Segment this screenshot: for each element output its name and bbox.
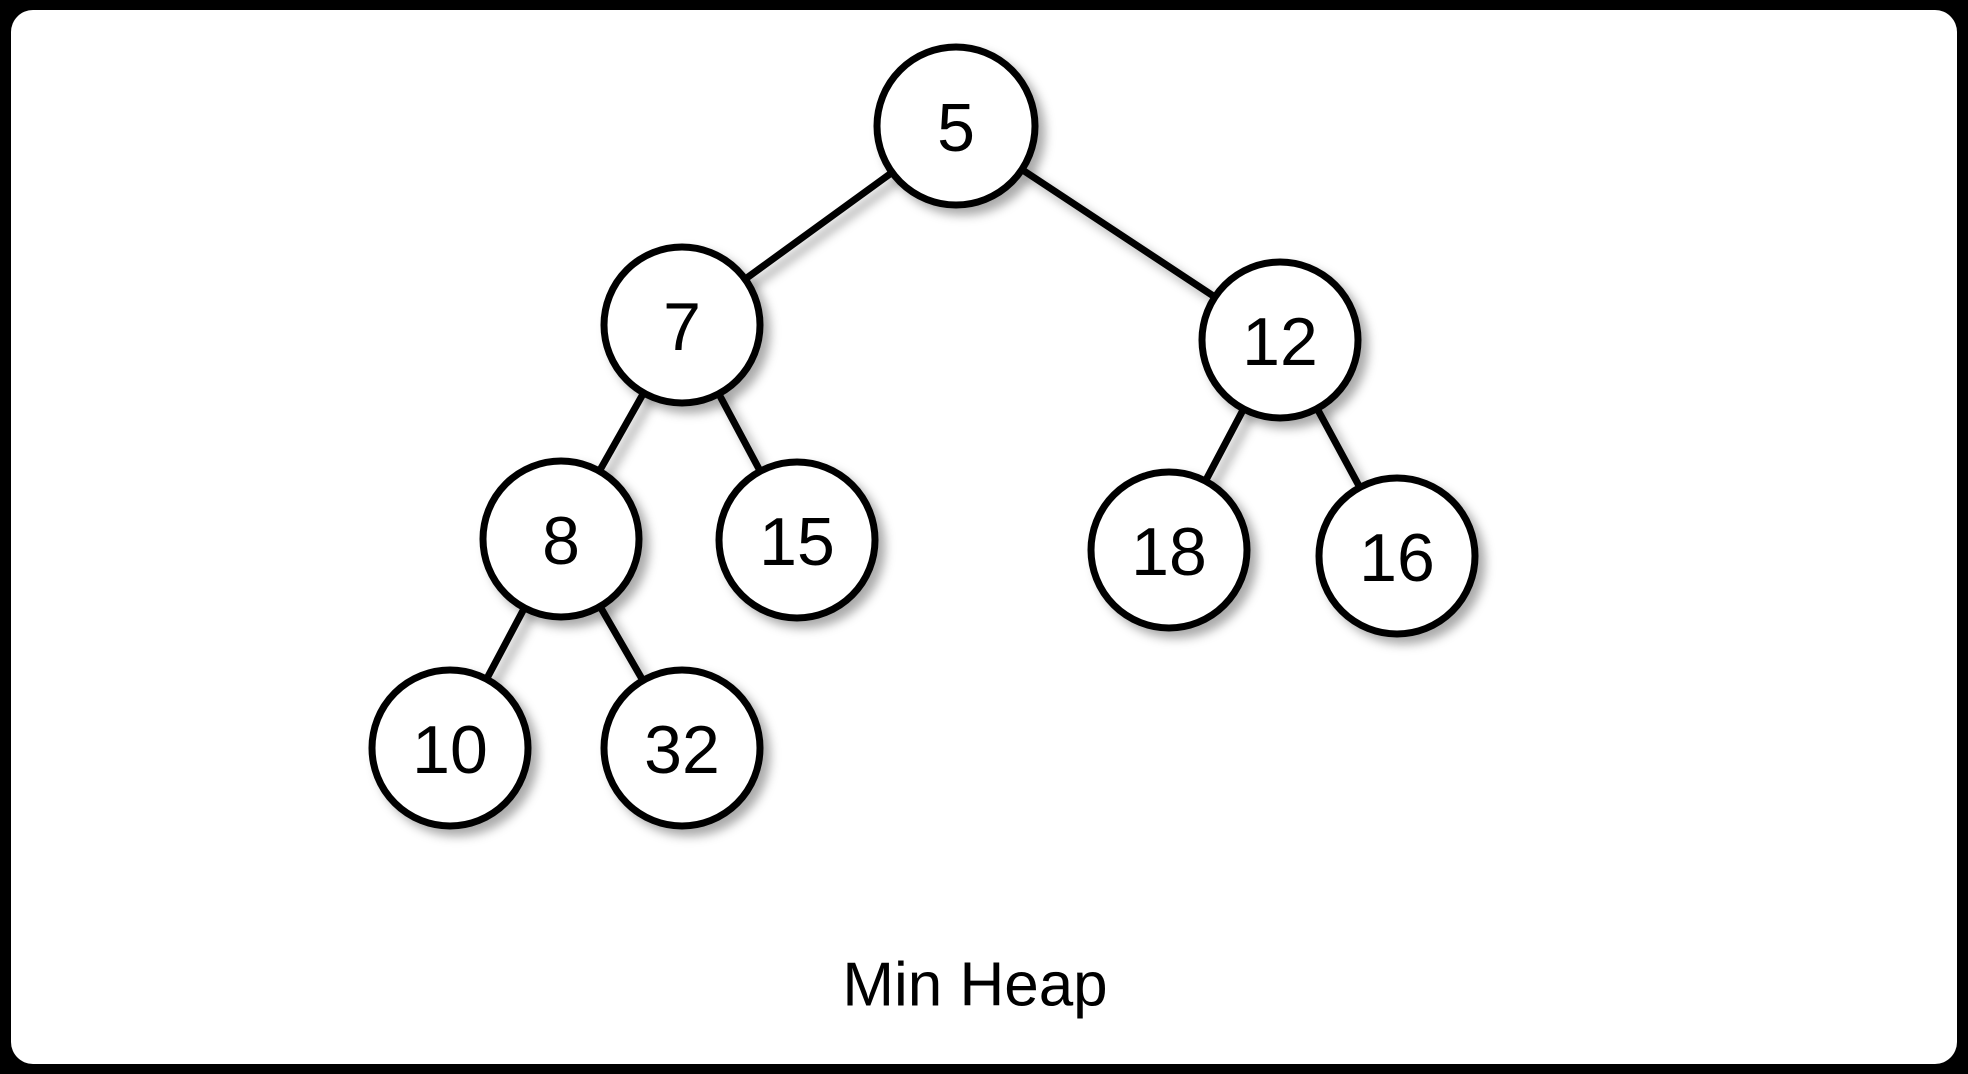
node-label-5: 5	[937, 90, 975, 166]
tree-node-10[interactable]: 10	[368, 666, 532, 830]
node-circle-15	[715, 458, 879, 622]
tree-node-7[interactable]: 7	[600, 243, 764, 407]
node-label-12: 12	[1242, 304, 1318, 380]
node-label-18: 18	[1131, 514, 1207, 590]
node-circle-18	[1087, 468, 1251, 632]
tree-node-5[interactable]: 5	[873, 43, 1039, 209]
edge-5-7	[740, 167, 897, 284]
tree-node-15[interactable]: 15	[715, 458, 879, 622]
node-circle-32	[600, 666, 764, 830]
node-label-8: 8	[542, 503, 580, 579]
diagram-caption: Min Heap	[842, 951, 1107, 1020]
nodes-group: 5 7 12 8 15 18 16 10 32	[368, 43, 1479, 830]
node-label-32: 32	[644, 712, 720, 788]
edge-8-32	[595, 602, 648, 685]
node-label-10: 10	[412, 712, 488, 788]
node-circle-8	[479, 457, 643, 621]
tree-node-12[interactable]: 12	[1198, 258, 1362, 422]
node-circle-7	[600, 243, 764, 407]
tree-node-32[interactable]: 32	[600, 666, 764, 830]
node-label-7: 7	[663, 289, 701, 365]
node-circle-16	[1315, 474, 1479, 638]
edges-group	[482, 164, 1365, 685]
edge-5-12	[1017, 164, 1220, 302]
node-circle-12	[1198, 258, 1362, 422]
edge-12-18	[1200, 404, 1249, 486]
tree-node-18[interactable]: 18	[1087, 468, 1251, 632]
edge-8-10	[482, 603, 529, 684]
tree-node-8[interactable]: 8	[479, 457, 643, 621]
node-circle-5	[873, 43, 1039, 209]
node-label-15: 15	[759, 504, 835, 580]
tree-node-16[interactable]: 16	[1315, 474, 1479, 638]
edge-7-8	[594, 388, 649, 476]
node-circle-10	[368, 666, 532, 830]
edge-12-16	[1312, 404, 1365, 492]
edge-7-15	[714, 389, 765, 476]
node-label-16: 16	[1359, 520, 1435, 596]
